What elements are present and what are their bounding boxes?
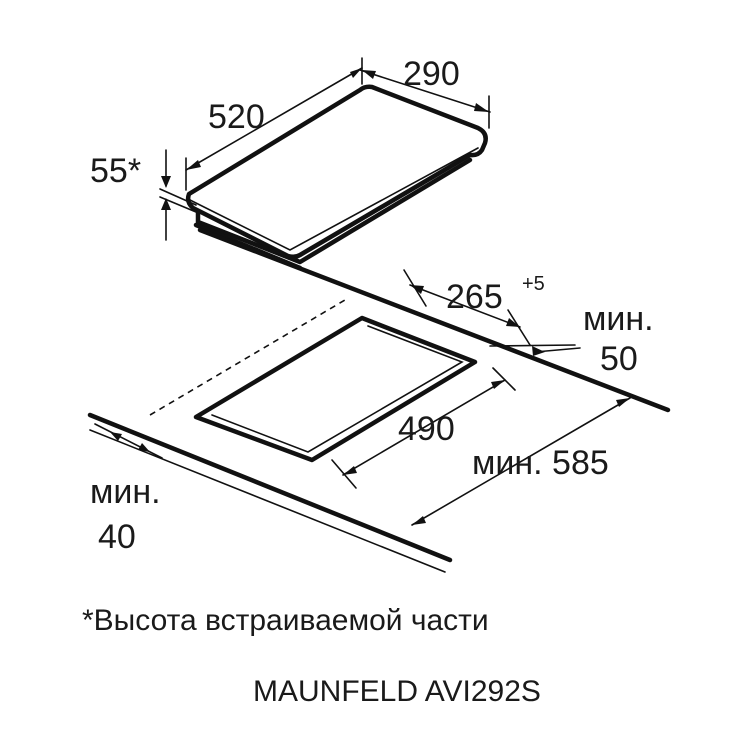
min-585-label: мин. 585 <box>472 444 609 482</box>
model-name: MAUNFELD AVI292S <box>253 675 541 708</box>
min-50-value: 50 <box>600 340 638 378</box>
min-40-word: мин. <box>90 473 161 511</box>
cutout-outline <box>193 315 478 463</box>
countertop-front-lower <box>89 429 446 573</box>
hob-dimensions <box>159 57 491 241</box>
min-40-value: 40 <box>98 518 136 556</box>
countertop-front-edge <box>87 412 453 563</box>
dim-265-label: 265 <box>446 278 503 316</box>
dashed-guide <box>149 299 346 416</box>
cutout-dimensions <box>94 269 631 526</box>
hob-body <box>195 157 473 265</box>
cutout-inner <box>211 325 464 453</box>
countertop-back-edge <box>197 227 671 413</box>
dim-520-label: 520 <box>208 98 265 136</box>
dim-490-label: 490 <box>398 410 455 448</box>
countertop-drawing <box>87 227 671 573</box>
hob-top-outline <box>185 84 488 260</box>
min-50-word: мин. <box>583 300 654 338</box>
footnote-text: *Высота встраиваемой части <box>82 604 489 637</box>
dim-290-label: 290 <box>403 55 460 93</box>
dim-265-tolerance: +5 <box>522 273 545 295</box>
dim-55-label: 55* <box>90 152 141 190</box>
hob-top-edge <box>189 147 479 251</box>
